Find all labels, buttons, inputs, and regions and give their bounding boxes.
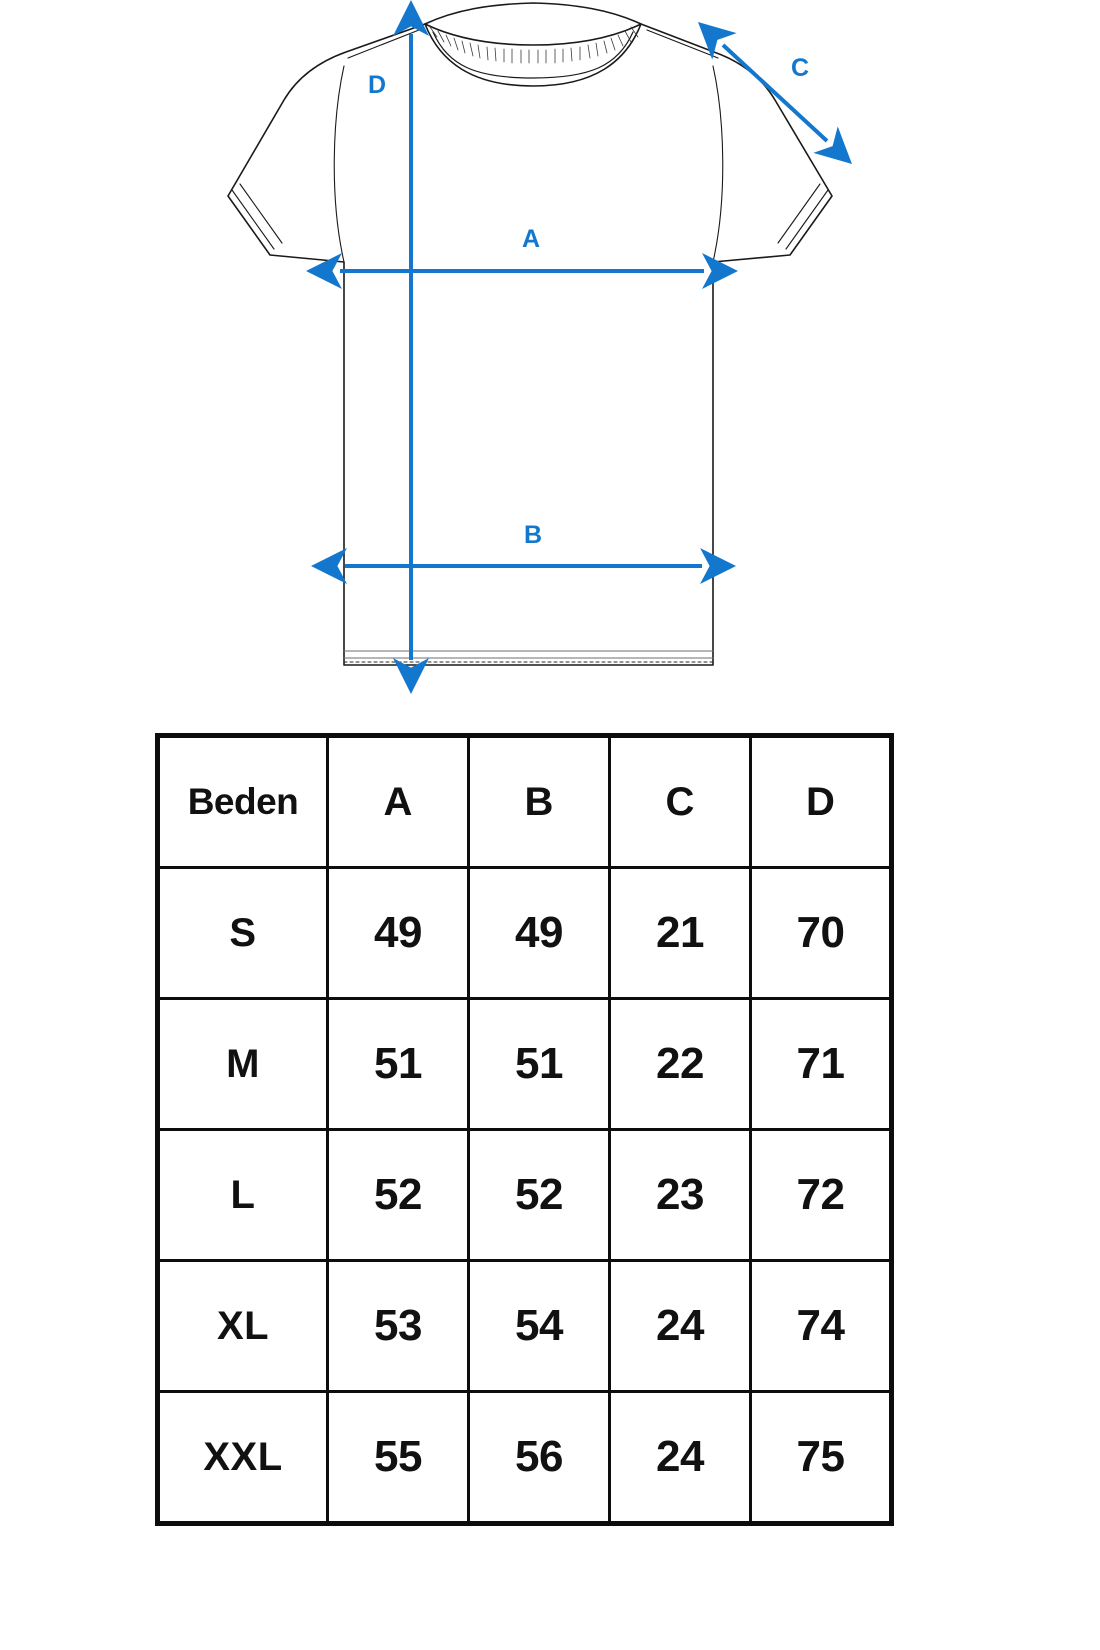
- measurement-diagram: D A B C: [0, 0, 1100, 710]
- cell-d: 72: [749, 1128, 893, 1262]
- cell-b: 56: [467, 1390, 611, 1525]
- cell-size: XXL: [156, 1390, 329, 1525]
- cell-a: 53: [326, 1259, 470, 1393]
- header-row: Beden A B C D: [156, 734, 893, 869]
- table-row: M 51 51 22 71: [156, 997, 893, 1131]
- cell-size: S: [156, 866, 329, 1000]
- cell-c: 23: [608, 1128, 752, 1262]
- collar-ribbing: [429, 26, 639, 64]
- dimension-label-c: C: [791, 54, 809, 82]
- header-cell-b: B: [467, 734, 611, 869]
- cell-c: 24: [608, 1390, 752, 1525]
- collar-outer-path: [424, 23, 642, 87]
- cell-b: 54: [467, 1259, 611, 1393]
- dimension-label-a: A: [522, 225, 540, 253]
- cell-b: 51: [467, 997, 611, 1131]
- cell-d: 75: [749, 1390, 893, 1525]
- cell-size: M: [156, 997, 329, 1131]
- cell-a: 52: [326, 1128, 470, 1262]
- cell-a: 49: [326, 866, 470, 1000]
- cell-size: L: [156, 1128, 329, 1262]
- header-cell-a: A: [326, 734, 470, 869]
- sleeve-cuff-left: [231, 183, 283, 250]
- shirt-diagram-svg: D A B C: [227, 0, 852, 694]
- table-header: Beden A B C D: [156, 734, 893, 869]
- cell-a: 51: [326, 997, 470, 1131]
- collar-inner-path: [432, 31, 634, 79]
- table-row: S 49 49 21 70: [156, 866, 893, 1000]
- cell-d: 71: [749, 997, 893, 1131]
- dimension-label-d: D: [368, 71, 386, 99]
- cell-b: 52: [467, 1128, 611, 1262]
- cell-c: 21: [608, 866, 752, 1000]
- table-row: XXL 55 56 24 75: [156, 1390, 893, 1525]
- cell-b: 49: [467, 866, 611, 1000]
- cell-a: 55: [326, 1390, 470, 1525]
- dimension-arrow-c: [698, 21, 852, 165]
- cell-c: 24: [608, 1259, 752, 1393]
- header-cell-c: C: [608, 734, 752, 869]
- sleeve-cuff-right: [777, 183, 829, 250]
- cell-d: 70: [749, 866, 893, 1000]
- armhole-seam-left: [333, 65, 345, 263]
- cell-d: 74: [749, 1259, 893, 1393]
- size-chart-table: Beden A B C D S 49 49 21 70 M 51 51 22 7…: [155, 733, 894, 1526]
- table-body: S 49 49 21 70 M 51 51 22 71 L 52 52 23 7…: [156, 866, 893, 1525]
- table-row: L 52 52 23 72: [156, 1128, 893, 1262]
- header-cell-size: Beden: [156, 734, 329, 869]
- cell-size: XL: [156, 1259, 329, 1393]
- table-row: XL 53 54 24 74: [156, 1259, 893, 1393]
- cell-c: 22: [608, 997, 752, 1131]
- header-cell-d: D: [749, 734, 893, 869]
- size-chart-container: Beden A B C D S 49 49 21 70 M 51 51 22 7…: [155, 733, 894, 1526]
- dimension-label-b: B: [524, 521, 542, 549]
